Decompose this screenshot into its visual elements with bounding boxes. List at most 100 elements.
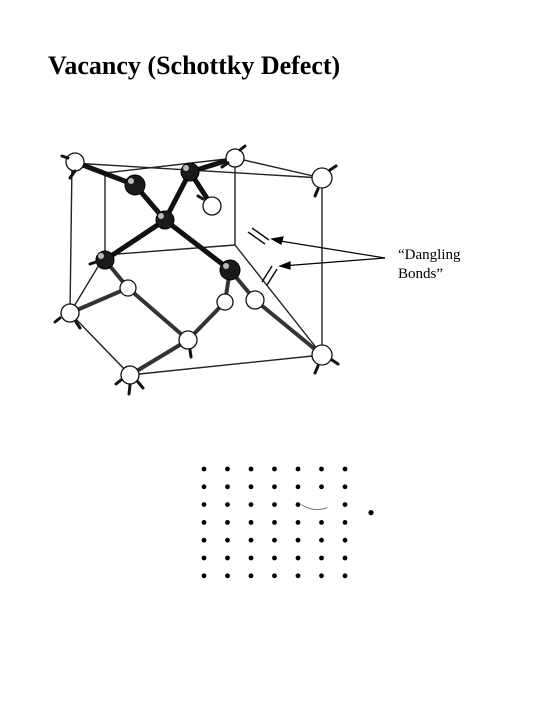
lattice-atom [201, 520, 207, 525]
dangling-bond [261, 265, 273, 283]
lattice-atom [248, 466, 254, 472]
lattice-atom [342, 555, 348, 561]
dark-atoms [95, 162, 241, 281]
cube-edge [129, 354, 323, 376]
dangling-bond [247, 231, 266, 245]
lattice-atom [319, 484, 324, 490]
atom [216, 293, 234, 311]
atom [219, 259, 241, 281]
atomic-bonds-light [68, 258, 324, 377]
atom [311, 167, 333, 189]
atom [245, 290, 265, 310]
atom [124, 174, 146, 196]
cube-edge-hidden [104, 244, 236, 256]
cube-edge-hidden [234, 244, 323, 356]
lattice-atom [201, 484, 207, 490]
lattice-atom [225, 466, 230, 472]
atom [225, 148, 245, 168]
atom [95, 250, 115, 270]
lattice-atom [248, 537, 254, 543]
lattice-atom [342, 502, 348, 507]
dangling-bond-stubs [247, 227, 278, 286]
lattice-atom [272, 573, 277, 579]
bond [253, 298, 324, 357]
lattice-atom [342, 484, 348, 490]
atom [202, 196, 222, 216]
lattice-atom [225, 520, 230, 525]
lattice-atom [272, 520, 277, 525]
lattice-atom [272, 502, 277, 507]
outer-bond-stubs [53, 144, 340, 396]
lattice-atom [248, 555, 254, 561]
lattice-atom [272, 537, 277, 543]
lattice-atom [201, 555, 207, 561]
lattice-atom [319, 520, 324, 525]
dangling-bond [266, 268, 278, 286]
arrow-head [270, 236, 284, 245]
dangling-bond [251, 227, 270, 241]
lattice-atom [225, 573, 230, 579]
displaced-atom [368, 510, 374, 516]
lattice-atom [248, 573, 254, 579]
bond [68, 286, 130, 315]
cube-edges [69, 157, 323, 376]
dangling-bonds-label-line2: Bonds” [398, 266, 443, 282]
lattice-atom [225, 537, 230, 543]
bond [102, 217, 168, 263]
lattice-atom [201, 573, 207, 579]
atom [178, 330, 198, 350]
atom [180, 162, 200, 182]
vacancy-point-lattice [201, 466, 374, 579]
lattice-atom [295, 466, 301, 472]
atom [155, 210, 175, 230]
annotation-arrows [270, 236, 386, 270]
slide-title: Vacancy (Schottky Defect) [48, 51, 341, 80]
vacancy-displacement-trace [301, 504, 328, 510]
diamond-lattice-unit-cell-diagram [53, 144, 386, 396]
lattice-atom [319, 537, 324, 543]
atom [120, 365, 140, 385]
lattice-atom [295, 555, 301, 561]
atom [119, 279, 137, 297]
light-atoms [60, 148, 333, 385]
lattice-atom [295, 573, 301, 579]
cube-edge [234, 157, 323, 179]
lattice-atom [319, 555, 324, 561]
dangling-bonds-label-line1: “Dangling [398, 247, 461, 263]
lattice-atom [342, 537, 348, 543]
lattice-atom [319, 573, 324, 579]
lattice-atom [225, 484, 230, 490]
atom [311, 344, 333, 366]
lattice-atom [248, 520, 254, 525]
lattice-atom [225, 555, 230, 561]
lattice-atom [295, 520, 301, 525]
arrow-line [273, 239, 386, 259]
bond [72, 159, 138, 188]
cube-edge [69, 312, 131, 376]
lattice-atom [295, 484, 301, 490]
lattice-atom [272, 466, 277, 472]
atom [60, 303, 80, 323]
lattice-atom [342, 573, 348, 579]
atom [65, 152, 85, 172]
lattice-atom [295, 537, 301, 543]
lattice-atom [201, 502, 207, 507]
cube-edge [104, 157, 236, 174]
lattice-atom [225, 502, 230, 507]
bond [162, 217, 233, 273]
lattice-atom [342, 466, 348, 472]
bond [128, 338, 190, 377]
dangling-bonds-label: “Dangling Bonds” [398, 246, 460, 284]
lattice-atom [201, 466, 207, 472]
lattice-atom [319, 466, 324, 472]
lattice-atom [272, 555, 277, 561]
lattice-atom [248, 484, 254, 490]
bond [126, 286, 190, 342]
arrow-line [281, 257, 386, 267]
arrow-head [278, 261, 291, 270]
atom-highlights [98, 165, 229, 269]
lattice-atom [201, 537, 207, 543]
lattice-atom [295, 502, 301, 507]
cube-edge [69, 162, 73, 314]
lattice-atom [272, 484, 277, 490]
